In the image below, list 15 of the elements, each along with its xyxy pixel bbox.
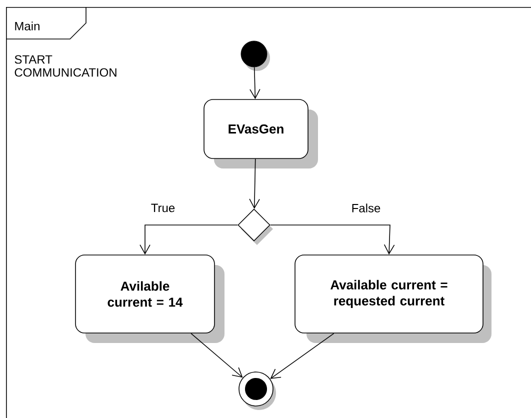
action-box: EVasGen xyxy=(204,99,318,168)
arrow xyxy=(270,224,395,255)
edge-label: False xyxy=(350,202,382,214)
arrow xyxy=(190,333,243,378)
action-box: Available current = requested current xyxy=(294,254,492,343)
action-box: Avilable current = 14 xyxy=(75,254,224,343)
arrow xyxy=(140,224,238,255)
edge-label: True xyxy=(150,202,176,214)
decision-diamond xyxy=(238,208,273,245)
arrow xyxy=(270,333,334,379)
diagram-label: START COMMUNICATION xyxy=(14,55,116,77)
arrow xyxy=(250,66,260,100)
start-dot xyxy=(240,40,270,71)
end-node xyxy=(238,372,276,410)
arrow xyxy=(249,158,260,209)
